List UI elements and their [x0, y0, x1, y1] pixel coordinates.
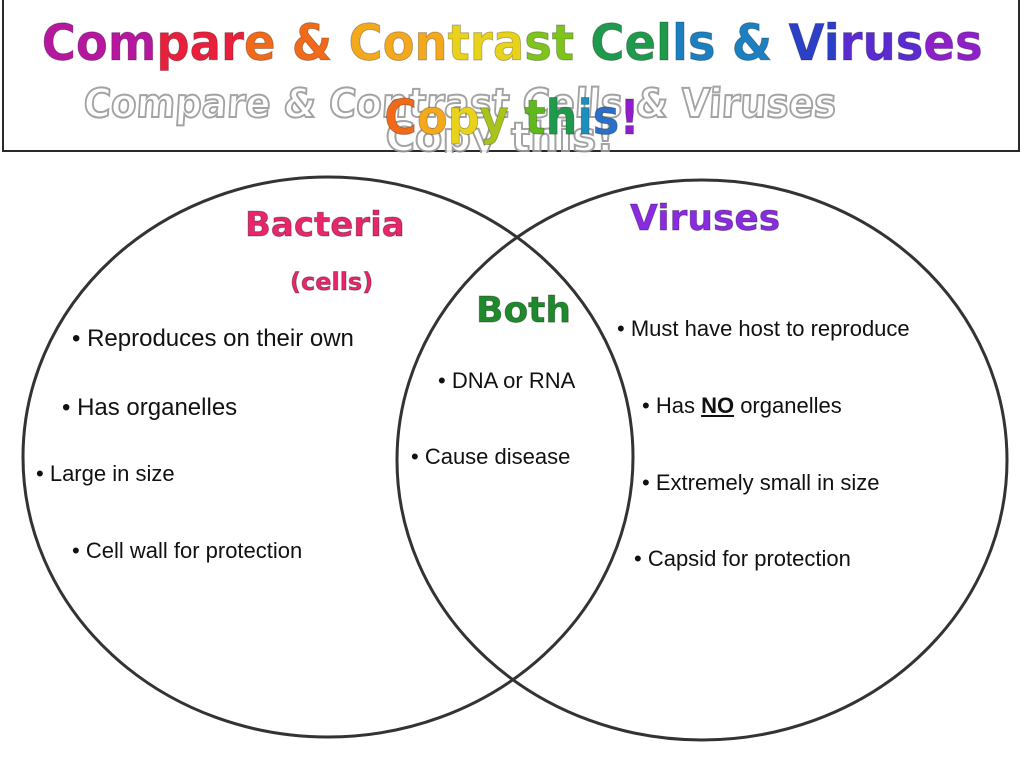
- title-letter: a: [492, 14, 525, 72]
- item-text: DNA or RNA: [451, 368, 576, 393]
- item-text: Must have host to reproduce: [630, 316, 910, 341]
- title-letter: t: [447, 14, 470, 72]
- banner-frame: [2, 0, 1020, 152]
- virus-item-host: • Must have host to reproduce: [617, 318, 910, 340]
- title-letter: s: [954, 14, 984, 72]
- title-letter: l: [671, 14, 688, 72]
- title-letter: l: [656, 14, 673, 72]
- title-letter: C: [41, 14, 76, 72]
- item-text: Reproduces on their own: [87, 325, 354, 352]
- title-letter: y: [479, 90, 509, 146]
- bullet: •: [411, 444, 419, 469]
- bullet: •: [642, 393, 650, 418]
- subtitle-shadow-echo: Copy this!: [385, 115, 616, 153]
- item-text: Has organelles: [77, 394, 238, 421]
- title-letter: u: [862, 14, 896, 72]
- title-letter: s: [592, 90, 620, 146]
- title-letter: s: [895, 14, 924, 72]
- title-letter: C: [590, 14, 625, 72]
- title-letter: i: [823, 14, 840, 72]
- title-letter: t: [551, 14, 575, 72]
- bacteria-heading: Bacteria: [245, 205, 406, 246]
- bullet: •: [72, 538, 80, 563]
- title-letter: s: [524, 14, 553, 72]
- both-heading: Both: [475, 290, 572, 332]
- bacteria-subheading: (cells): [289, 268, 374, 297]
- title-letter: h: [545, 90, 578, 146]
- emphasis-no: NO: [701, 393, 735, 418]
- bacteria-item-organelles: • Has organelles: [62, 396, 237, 420]
- title-letter: t: [524, 90, 546, 146]
- title-letter: &: [731, 14, 773, 72]
- title-letter: C: [384, 90, 418, 146]
- bacteria-item-reproduce: • Reproduces on their own: [72, 327, 354, 351]
- title-letter: p: [156, 14, 190, 72]
- title-letter: m: [107, 14, 157, 72]
- title-letter: e: [923, 14, 955, 72]
- bacteria-item-cell-wall: • Cell wall for protection: [72, 540, 302, 562]
- virus-item-organelles: • Has NO organelles: [642, 395, 842, 417]
- page-subtitle: Copy this!: [36, 94, 988, 143]
- title-letter: o: [417, 90, 449, 146]
- title-letter: o: [382, 14, 415, 72]
- title-letter: r: [839, 14, 863, 72]
- bullet: •: [617, 316, 625, 341]
- title-letter: !: [619, 90, 640, 146]
- item-text-pre: Has: [655, 393, 702, 418]
- virus-circle: [395, 178, 1009, 742]
- both-item-disease: • Cause disease: [411, 446, 570, 468]
- title-letter: a: [189, 14, 222, 72]
- item-text: Cell wall for protection: [85, 538, 303, 563]
- title-letter: s: [687, 14, 716, 72]
- title-banner: Compare & Contrast Cells & Viruses Copy …: [0, 0, 1024, 153]
- virus-item-capsid: • Capsid for protection: [634, 548, 851, 570]
- title-letter: e: [624, 14, 657, 72]
- item-text: Large in size: [49, 461, 175, 486]
- bullet: •: [642, 470, 650, 495]
- title-letter: e: [243, 14, 276, 72]
- virus-item-size: • Extremely small in size: [642, 472, 880, 494]
- item-text: Extremely small in size: [655, 470, 880, 495]
- title-letter: V: [788, 14, 824, 72]
- virus-heading: Viruses: [629, 198, 781, 240]
- page-title: Compare & Contrast Cells & Viruses: [36, 18, 988, 69]
- item-text: Cause disease: [424, 444, 571, 469]
- title-letter: p: [447, 90, 480, 146]
- bullet: •: [634, 546, 642, 571]
- title-letter: n: [414, 14, 448, 72]
- bullet: •: [72, 325, 81, 352]
- bullet: •: [62, 394, 71, 421]
- item-text-post: organelles: [734, 393, 842, 418]
- bacteria-item-size: • Large in size: [36, 463, 175, 485]
- item-text: Capsid for protection: [647, 546, 851, 571]
- title-letter: i: [577, 90, 593, 146]
- bacteria-circle: [21, 175, 635, 739]
- bullet: •: [36, 461, 44, 486]
- title-letter: r: [221, 14, 245, 72]
- title-letter: C: [348, 14, 383, 72]
- title-letter: &: [291, 14, 333, 72]
- title-letter: r: [469, 14, 493, 72]
- both-item-dna: • DNA or RNA: [438, 370, 575, 392]
- bullet: •: [438, 368, 446, 393]
- title-letter: o: [75, 14, 108, 72]
